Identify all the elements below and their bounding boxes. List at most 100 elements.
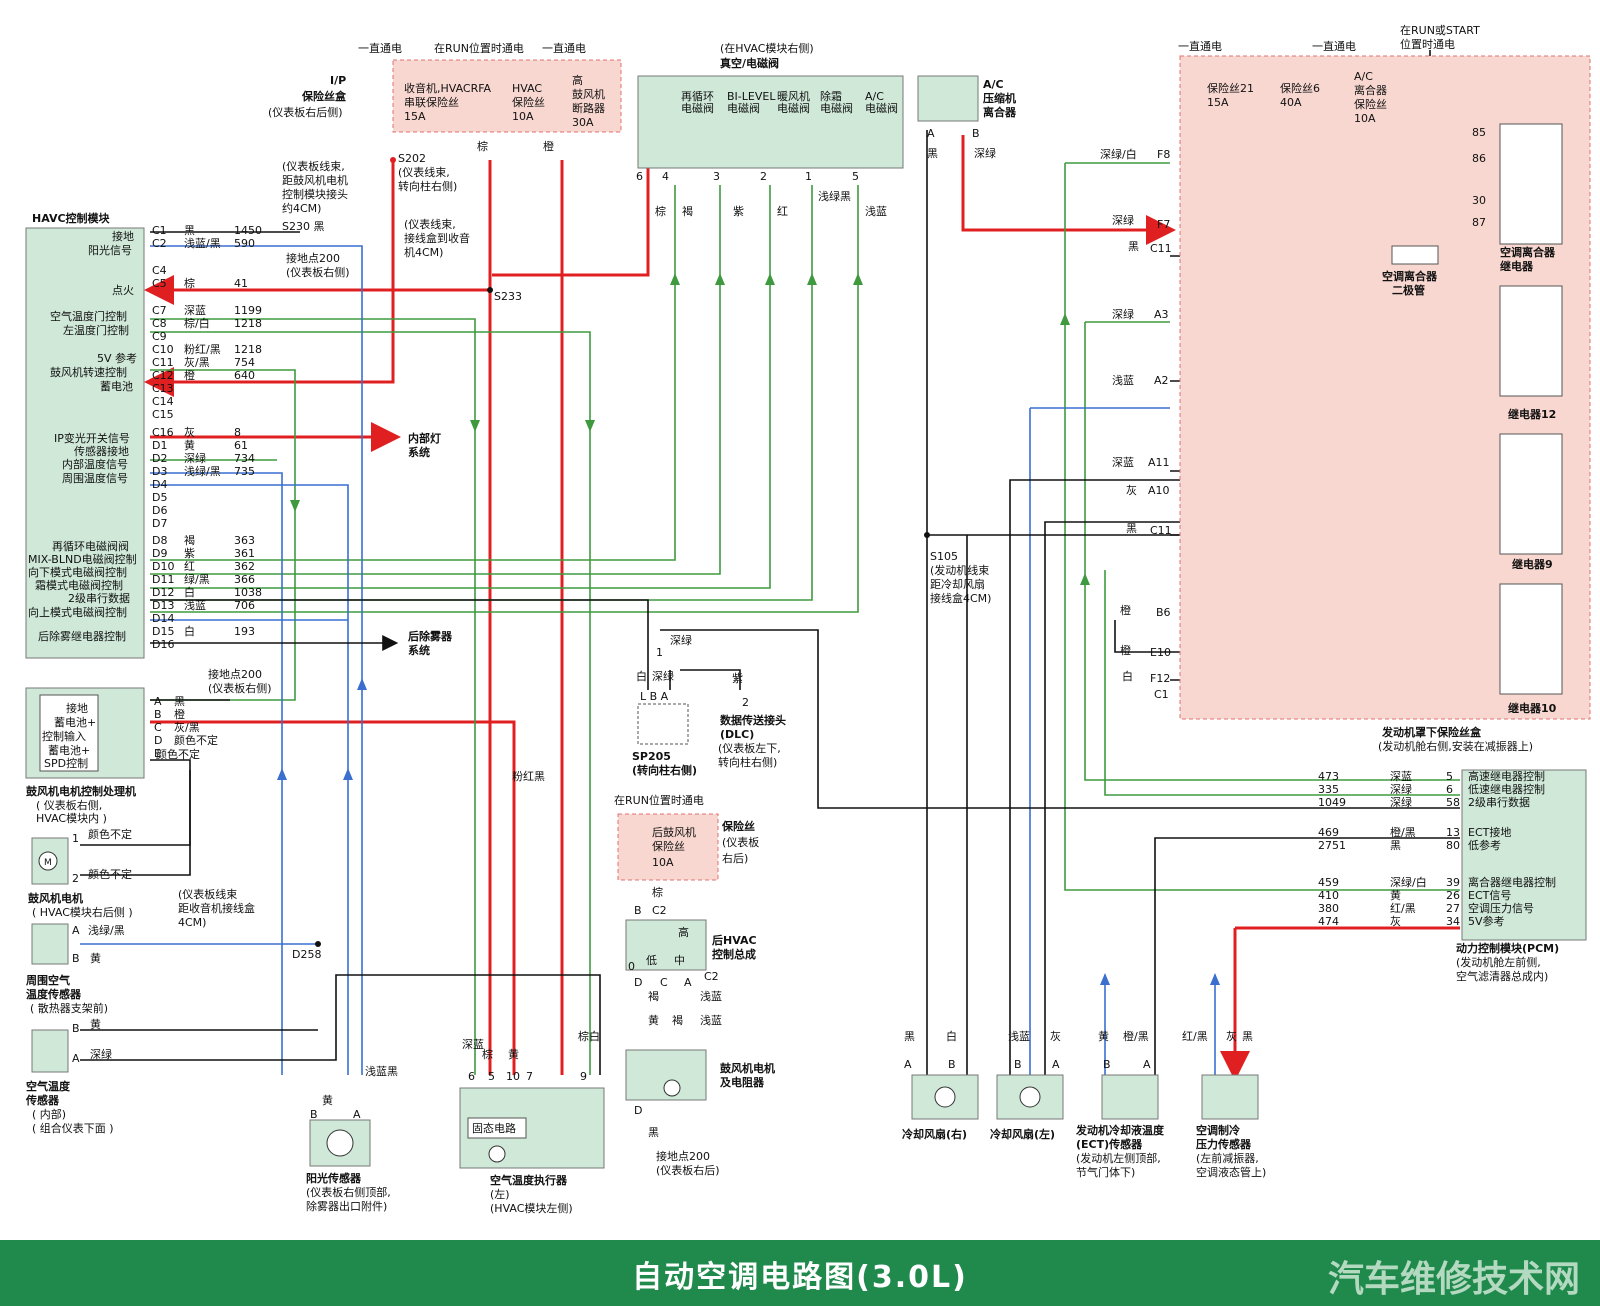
ect-sensor: 黄 橙/黑 B A 发动机冷却液温度 (ECT)传感器 (发动机左侧顶部, 节气…	[1075, 1029, 1165, 1179]
svg-text:颜色不定: 颜色不定	[88, 827, 132, 841]
svg-text:黑: 黑	[648, 1126, 659, 1139]
svg-text:(转向柱右侧): (转向柱右侧)	[632, 763, 697, 777]
pcm-pin: 39	[1446, 876, 1460, 889]
svg-text:(发动机舱左前侧,: (发动机舱左前侧,	[1456, 955, 1541, 969]
svg-text:B: B	[72, 1022, 80, 1035]
svg-text:棕白: 棕白	[578, 1029, 600, 1043]
havc-pin: D10	[152, 560, 174, 573]
pcm-pin: 34	[1446, 915, 1460, 928]
havc-pin: D13	[152, 599, 174, 612]
svg-text:向下模式电磁阀控制: 向下模式电磁阀控制	[28, 565, 127, 579]
havc-pin: C5	[152, 277, 167, 290]
svg-text:暖风机: 暖风机	[777, 89, 810, 103]
svg-text:S105: S105	[930, 550, 958, 563]
svg-text:10: 10	[506, 1070, 520, 1083]
havc-pin: D6	[152, 504, 167, 517]
svg-text:A: A	[1143, 1058, 1151, 1071]
havc-circuit-number: 8	[234, 426, 241, 439]
svg-text:6: 6	[636, 170, 643, 183]
svg-text:电磁阀: 电磁阀	[865, 101, 898, 115]
svg-text:2: 2	[742, 696, 749, 709]
pcm-circuit-number: 2751	[1318, 839, 1346, 852]
svg-text:C: C	[154, 721, 162, 734]
svg-text:保险丝: 保险丝	[512, 95, 545, 109]
svg-text:1: 1	[72, 832, 79, 845]
svg-text:黑: 黑	[904, 1030, 915, 1043]
svg-text:灰: 灰	[1050, 1029, 1061, 1043]
svg-text:褐: 褐	[682, 204, 693, 218]
havc-circuit-number: 590	[234, 237, 255, 250]
cooling-fan-right: 黑 白 A B 冷却风扇(右)	[902, 1029, 979, 1141]
splice-s105: S105 (发动机线束 距冷却风扇 接线盒4CM)	[924, 532, 991, 605]
havc-pin: C9	[152, 330, 167, 343]
svg-text:霜模式电磁阀控制: 霜模式电磁阀控制	[35, 578, 123, 592]
svg-text:高: 高	[678, 925, 689, 939]
pcm-wire-color: 黄	[1390, 888, 1401, 902]
pcm-circuit-number: 474	[1318, 915, 1339, 928]
svg-text:在RUN位置时通电: 在RUN位置时通电	[614, 793, 704, 807]
svg-text:10A: 10A	[1354, 112, 1376, 125]
svg-text:在RUN位置时通电: 在RUN位置时通电	[434, 41, 524, 55]
green-wires	[150, 162, 1460, 1075]
pcm-circuit-number: 410	[1318, 889, 1339, 902]
svg-text:白: 白	[1122, 669, 1133, 683]
havc-wire-color: 灰	[184, 425, 195, 439]
pcm-wire-color: 红/黑	[1390, 902, 1416, 915]
svg-text:黄: 黄	[508, 1047, 519, 1061]
svg-text:点火: 点火	[112, 284, 134, 297]
svg-text:B: B	[1103, 1058, 1111, 1071]
svg-text:黄: 黄	[1098, 1029, 1109, 1043]
havc-wire-color: 橙	[184, 368, 195, 382]
svg-text:A: A	[927, 127, 935, 140]
svg-text:压力传感器: 压力传感器	[1196, 1137, 1252, 1151]
svg-text:收音机,HVACRFA: 收音机,HVACRFA	[404, 81, 492, 95]
svg-text:距鼓风机电机: 距鼓风机电机	[282, 173, 348, 187]
svg-text:B: B	[948, 1058, 956, 1071]
green-arrows	[290, 273, 1090, 585]
svg-text:鼓风机: 鼓风机	[572, 87, 605, 101]
svg-text:紫: 紫	[733, 205, 744, 218]
svg-text:控制模块接头: 控制模块接头	[282, 187, 348, 201]
havc-wire-color: 绿/黑	[184, 572, 210, 586]
pcm-signal-label: 离合器继电器控制	[1468, 875, 1556, 889]
svg-text:D258: D258	[292, 948, 321, 961]
pcm-pin: 13	[1446, 826, 1460, 839]
svg-text:15A: 15A	[1207, 96, 1229, 109]
havc-pin: D3	[152, 465, 167, 478]
svg-text:蓄电池: 蓄电池	[100, 380, 133, 393]
svg-text:继电器: 继电器	[1500, 259, 1534, 273]
svg-text:(仪表板: (仪表板	[722, 835, 759, 849]
pcm: 动力控制模块(PCM) (发动机舱左前侧, 空气滤清器总成内)	[1456, 769, 1587, 983]
sun-sensor: B A 黄 浅蓝黑 阳光传感器 (仪表板右侧顶部, 除雾器出口附件)	[306, 1065, 398, 1213]
svg-text:系统: 系统	[408, 643, 430, 657]
pcm-circuit-number: 459	[1318, 876, 1339, 889]
ac-pressure-sensor: 红/黑 灰 黑 空调制冷 压力传感器 (左前减振器, 空调液态管上)	[1182, 1029, 1266, 1179]
svg-text:后HVAC: 后HVAC	[712, 933, 757, 947]
havc-circuit-number: 735	[234, 465, 255, 478]
svg-text:A/C: A/C	[1354, 70, 1373, 83]
svg-text:转向柱右侧): 转向柱右侧)	[398, 179, 457, 193]
pcm-signal-label: ECT接地	[1468, 826, 1511, 839]
svg-text:(DLC): (DLC)	[720, 728, 754, 741]
svg-text:阳光信号: 阳光信号	[88, 243, 132, 257]
svg-text:动力控制模块(PCM): 动力控制模块(PCM)	[1456, 941, 1559, 955]
svg-text:继电器9: 继电器9	[1512, 557, 1553, 571]
svg-text:D: D	[154, 734, 162, 747]
svg-text:浅蓝黑: 浅蓝黑	[365, 1065, 398, 1078]
havc-pin: D8	[152, 534, 167, 547]
svg-text:2: 2	[760, 170, 767, 183]
svg-text:(左): (左)	[490, 1188, 510, 1201]
havc-pin: D4	[152, 478, 167, 491]
svg-text:10A: 10A	[512, 110, 534, 123]
havc-pin: D9	[152, 547, 167, 560]
svg-text:接地点200: 接地点200	[286, 252, 340, 265]
havc-circuit-number: 61	[234, 439, 248, 452]
svg-text:深绿: 深绿	[90, 1047, 112, 1061]
svg-text:颜色不定: 颜色不定	[174, 733, 218, 747]
svg-text:30: 30	[1472, 194, 1486, 207]
svg-text:A/C: A/C	[983, 78, 1004, 91]
svg-text:橙/黑: 橙/黑	[1123, 1029, 1149, 1043]
svg-text:(ECT)传感器: (ECT)传感器	[1076, 1137, 1143, 1151]
